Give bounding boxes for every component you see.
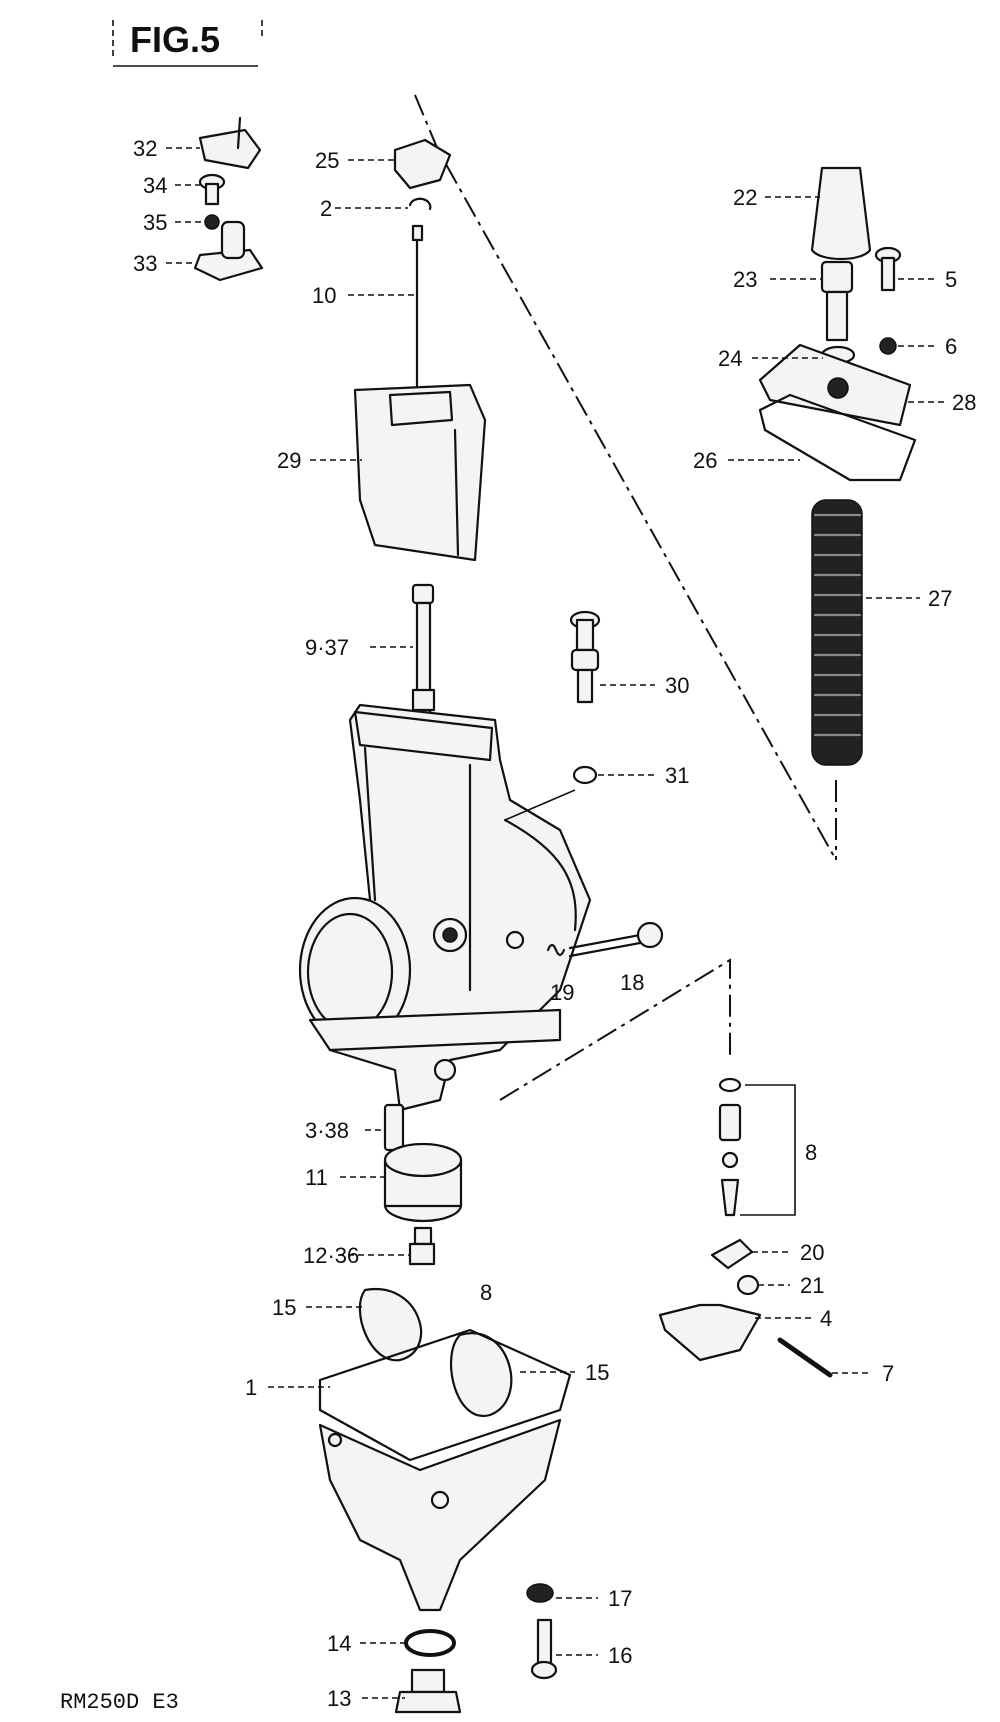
callout-32: 32: [133, 136, 157, 161]
part-17-nut: [526, 1583, 554, 1603]
callout-33: 33: [133, 251, 157, 276]
part-20-float-arm: [710, 1238, 754, 1270]
callout-34: 34: [143, 173, 167, 198]
part-35-oring: [204, 214, 220, 230]
callout-8: 8: [805, 1140, 817, 1165]
callout-15-right: 15: [585, 1360, 609, 1385]
callout-2: 2: [320, 196, 332, 221]
callout-7: 7: [882, 1361, 894, 1386]
part-18-idle-screw: [568, 921, 664, 958]
callout-21: 21: [800, 1273, 824, 1298]
callout-labels: 32 34 35 33 25 2 10 29 9·37 30 31 18 19 …: [133, 136, 976, 1711]
part-8-float-valve: [718, 1077, 796, 1217]
part-14-oring: [404, 1629, 456, 1657]
part-7-pin: [777, 1337, 833, 1378]
callout-35: 35: [143, 210, 167, 235]
callout-4: 4: [820, 1306, 832, 1331]
part-6-washer: [879, 337, 897, 355]
callout-24: 24: [718, 346, 742, 371]
part-27-spring: [811, 499, 863, 766]
leader-lines: [166, 147, 945, 1699]
part-16-screw: [530, 1618, 558, 1680]
part-9-37-needle-jet: [411, 583, 436, 715]
part-19-spring: [546, 943, 566, 957]
carburetor-body: [298, 703, 592, 1112]
callout-1: 1: [245, 1375, 257, 1400]
part-15-float-left: [358, 1287, 423, 1362]
part-11-holder: [383, 1142, 463, 1223]
figure-title: FIG.5: [112, 19, 263, 67]
callout-19: 19: [550, 980, 574, 1005]
figure-title-text: FIG.5: [130, 19, 220, 60]
callout-5: 5: [945, 267, 957, 292]
callout-29: 29: [277, 448, 301, 473]
part-26-gasket: [758, 393, 917, 482]
callout-25: 25: [315, 148, 339, 173]
part-1-float-bowl: [318, 1328, 572, 1612]
part-13-drain-plug: [394, 1668, 462, 1714]
callout-17: 17: [608, 1586, 632, 1611]
part-28-top-cover: [758, 343, 912, 427]
callout-18: 18: [620, 970, 644, 995]
callout-28: 28: [952, 390, 976, 415]
part-5-screw: [874, 246, 902, 292]
callout-9-37: 9·37: [305, 635, 349, 660]
part-21-screw: [736, 1274, 760, 1296]
callout-16: 16: [608, 1643, 632, 1668]
part-2-clip: [408, 197, 432, 211]
part-22-cap: [810, 166, 872, 260]
callout-30: 30: [665, 673, 689, 698]
callout-6: 6: [945, 334, 957, 359]
callout-14: 14: [327, 1631, 351, 1656]
callout-20: 20: [800, 1240, 824, 1265]
part-3-38-pilot-jet: [383, 1103, 405, 1152]
part-4-bracket: [658, 1303, 762, 1362]
part-12-36-main-jet: [408, 1226, 436, 1266]
part-32-bracket: [198, 116, 262, 170]
callout-15-left: 15: [272, 1295, 296, 1320]
part-25-block: [393, 138, 452, 190]
part-23-adjuster: [820, 260, 854, 342]
part-31-oring: [572, 765, 598, 785]
part-10-jet-needle: [411, 224, 424, 402]
callout-26: 26: [693, 448, 717, 473]
callout-27: 27: [928, 586, 952, 611]
part-34-screw: [198, 173, 226, 206]
callout-22: 22: [733, 185, 757, 210]
model-code: RM250D E3: [60, 1690, 179, 1715]
callout-b: 8: [480, 1280, 492, 1305]
callout-10: 10: [312, 283, 336, 308]
part-33-cap: [193, 220, 264, 282]
callout-13: 13: [327, 1686, 351, 1711]
part-29-throttle-valve: [353, 383, 487, 562]
callout-3-38: 3·38: [305, 1118, 349, 1143]
callout-31: 31: [665, 763, 689, 788]
part-30-air-screw: [569, 610, 601, 704]
callout-12-36: 12·36: [303, 1243, 359, 1268]
callout-11: 11: [305, 1165, 328, 1190]
callout-23: 23: [733, 267, 757, 292]
